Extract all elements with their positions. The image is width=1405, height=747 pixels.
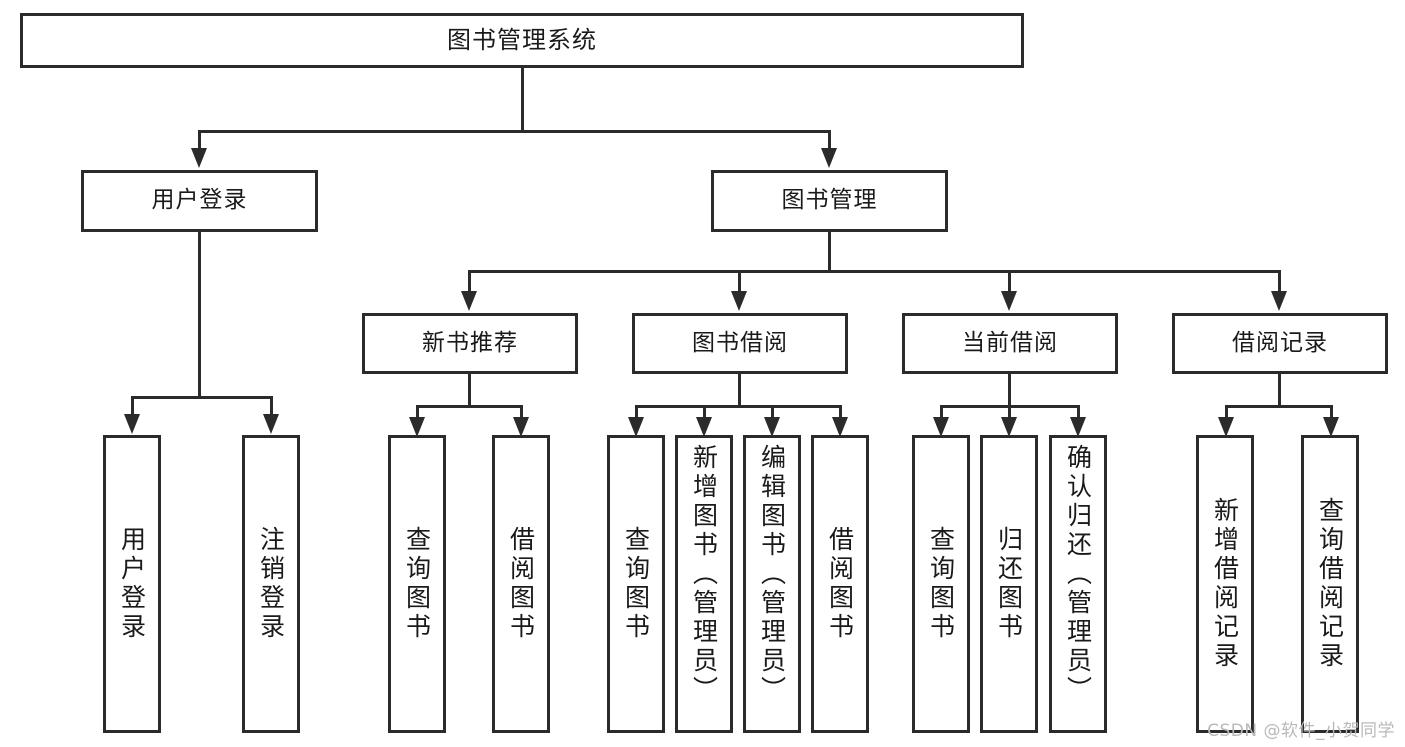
connector-current-borrow-drop-2 [1008, 405, 1011, 421]
arrow-to-current-borrow [1001, 291, 1017, 311]
node-label: 用户登录 [151, 187, 248, 214]
connector-current-borrow-stem [1008, 374, 1011, 405]
connector-user-login-drop-2 [270, 396, 273, 416]
node-book-management-system[interactable]: 图书管理系统 [20, 13, 1024, 68]
node-label: 图书管理 [781, 187, 878, 214]
arrow-to-leaf-query-book-b [628, 417, 644, 437]
connector-book-borrow-bus [635, 405, 842, 408]
node-label: 查询图书 [926, 526, 956, 642]
leaf-add-record[interactable]: 新增借阅记录 [1196, 435, 1254, 733]
connector-book-borrow-drop-3 [771, 405, 774, 421]
node-label: 确认归还（管理员） [1063, 444, 1093, 705]
arrow-to-book-borrow [731, 291, 747, 311]
arrow-to-leaf-confirm-return [1070, 417, 1086, 437]
node-label: 新增图书（管理员） [689, 444, 719, 705]
connector-root-stem [521, 68, 524, 130]
connector-level2-drop-2 [828, 130, 831, 150]
connector-user-login-stem [198, 232, 201, 396]
arrow-to-leaf-add-book [696, 417, 712, 437]
arrow-to-book-management [821, 148, 837, 168]
arrow-to-leaf-query-book-a [409, 417, 425, 437]
node-borrow-record[interactable]: 借阅记录 [1172, 313, 1388, 374]
connector-borrow-record-stem [1278, 374, 1281, 405]
node-label: 查询图书 [621, 526, 651, 642]
connector-level3-drop-4 [1278, 270, 1281, 293]
connector-book-management-stem [828, 232, 831, 270]
connector-level2-drop-1 [198, 130, 201, 150]
node-label: 用户登录 [117, 526, 147, 642]
arrow-to-new-book-recommend [461, 291, 477, 311]
arrow-to-leaf-logout [263, 414, 279, 434]
node-label: 借阅记录 [1232, 329, 1328, 356]
arrow-to-leaf-query-record [1323, 417, 1339, 437]
connector-level2-bus [198, 130, 831, 133]
connector-new-book-stem [468, 374, 471, 405]
leaf-borrow-book-a[interactable]: 借阅图书 [492, 435, 550, 733]
arrow-to-leaf-edit-book [764, 417, 780, 437]
connector-current-borrow-drop-3 [1077, 405, 1080, 421]
connector-borrow-record-bus [1225, 405, 1333, 408]
connector-new-book-bus [416, 405, 523, 408]
connector-book-borrow-drop-2 [703, 405, 706, 421]
connector-user-login-bus [131, 396, 270, 399]
node-book-management[interactable]: 图书管理 [711, 170, 948, 232]
leaf-query-record[interactable]: 查询借阅记录 [1301, 435, 1359, 733]
leaf-logout[interactable]: 注销登录 [242, 435, 300, 733]
node-label: 编辑图书（管理员） [757, 444, 787, 705]
node-label: 图书管理系统 [447, 26, 597, 55]
node-label: 新增借阅记录 [1210, 497, 1240, 671]
connector-book-borrow-drop-4 [839, 405, 842, 421]
node-label: 注销登录 [256, 526, 286, 642]
connector-borrow-record-drop-2 [1330, 405, 1333, 421]
connector-new-book-drop-1 [416, 405, 419, 421]
leaf-add-book[interactable]: 新增图书（管理员） [675, 435, 733, 733]
leaf-return-book[interactable]: 归还图书 [980, 435, 1038, 733]
arrow-to-leaf-return-book [1001, 417, 1017, 437]
leaf-user-login[interactable]: 用户登录 [103, 435, 161, 733]
arrow-to-leaf-query-book-c [933, 417, 949, 437]
arrow-to-user-login [191, 148, 207, 168]
node-label: 借阅图书 [506, 526, 536, 642]
leaf-query-book-a[interactable]: 查询图书 [388, 435, 446, 733]
connector-user-login-drop-1 [131, 396, 134, 416]
node-current-borrow[interactable]: 当前借阅 [902, 313, 1118, 374]
node-label: 新书推荐 [422, 329, 518, 356]
connector-level3-drop-1 [468, 270, 471, 293]
leaf-query-book-c[interactable]: 查询图书 [912, 435, 970, 733]
connector-new-book-drop-2 [520, 405, 523, 421]
arrow-to-leaf-borrow-book-b [832, 417, 848, 437]
connector-book-borrow-drop-1 [635, 405, 638, 421]
leaf-edit-book[interactable]: 编辑图书（管理员） [743, 435, 801, 733]
node-label: 当前借阅 [962, 329, 1058, 356]
node-book-borrow[interactable]: 图书借阅 [632, 313, 848, 374]
arrow-to-leaf-borrow-book-a [513, 417, 529, 437]
connector-current-borrow-drop-1 [940, 405, 943, 421]
node-label: 查询借阅记录 [1315, 497, 1345, 671]
node-label: 借阅图书 [825, 526, 855, 642]
connector-level3-drop-3 [1008, 270, 1011, 293]
connector-book-borrow-stem [738, 374, 741, 405]
leaf-confirm-return[interactable]: 确认归还（管理员） [1049, 435, 1107, 733]
leaf-query-book-b[interactable]: 查询图书 [607, 435, 665, 733]
leaf-borrow-book-b[interactable]: 借阅图书 [811, 435, 869, 733]
node-user-login[interactable]: 用户登录 [81, 170, 318, 232]
node-new-book-recommend[interactable]: 新书推荐 [362, 313, 578, 374]
node-label: 图书借阅 [692, 329, 788, 356]
connector-borrow-record-drop-1 [1225, 405, 1228, 421]
connector-level3-bus [468, 270, 1280, 273]
node-label: 查询图书 [402, 526, 432, 642]
arrow-to-leaf-add-record [1218, 417, 1234, 437]
node-label: 归还图书 [994, 526, 1024, 642]
connector-level3-drop-2 [738, 270, 741, 293]
arrow-to-borrow-record [1271, 291, 1287, 311]
arrow-to-leaf-user-login [124, 414, 140, 434]
